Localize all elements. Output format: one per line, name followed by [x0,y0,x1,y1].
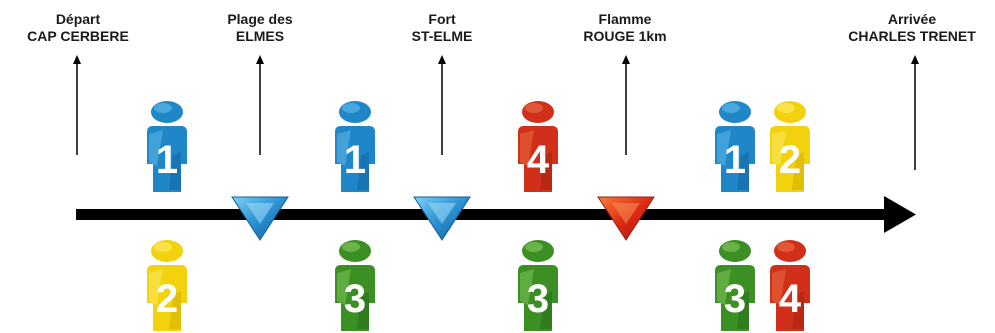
runner-bottom-4: 4 [770,240,810,331]
pointer-arrow-depart [73,55,81,155]
runner-number: 4 [779,277,802,321]
marker-fort-blue-triangle [413,196,471,241]
runner-top-1: 1 [715,101,755,192]
pointer-arrow-fort [438,55,446,155]
checkpoint-place: ST-ELME [411,28,473,44]
checkpoint-title: Arrivée [887,11,937,27]
checkpoint-title: Plage des [227,11,293,27]
checkpoint-place: ROUGE 1km [583,28,667,44]
runner-top-2: 2 [770,101,810,192]
runner-number: 3 [724,277,746,321]
pointer-arrow-arrivee [911,55,919,170]
runner-bottom-2: 2 [147,240,187,331]
runner-number: 1 [344,138,366,182]
runner-bottom-3: 3 [518,240,558,331]
runner-bottom-3: 3 [335,240,375,331]
checkpoint-place: ELMES [235,28,285,44]
runner-number: 1 [724,138,746,182]
checkpoint-label-depart: Départ CAP CERBERE [14,11,142,45]
checkpoint-place: CAP CERBERE [27,28,129,44]
runner-number: 2 [779,138,801,182]
runner-top-1: 1 [335,101,375,192]
pointer-arrow-plage [256,55,264,155]
runner-top-1: 1 [147,101,187,192]
checkpoint-label-flamme: Flamme ROUGE 1km [570,11,680,45]
marker-flamme-red-triangle [597,196,655,241]
runner-top-4: 4 [518,101,558,192]
runner-number: 3 [344,277,366,321]
pointer-arrow-flamme [622,55,630,155]
checkpoint-label-arrivee: Arrivée CHARLES TRENET [832,11,992,45]
runner-bottom-3: 3 [715,240,755,331]
checkpoint-label-plage: Plage des ELMES [210,11,310,45]
timeline-arrow [76,196,916,233]
checkpoint-title: Flamme [598,11,652,27]
checkpoint-place: CHARLES TRENET [848,28,976,44]
checkpoint-label-fort: Fort ST-ELME [392,11,492,45]
runner-number: 2 [156,277,178,321]
checkpoint-title: Départ [55,11,101,27]
checkpoint-title: Fort [428,11,456,27]
runner-number: 1 [156,138,178,182]
marker-plage-blue-triangle [231,196,289,241]
runner-number: 3 [527,277,549,321]
runner-number: 4 [527,138,550,182]
